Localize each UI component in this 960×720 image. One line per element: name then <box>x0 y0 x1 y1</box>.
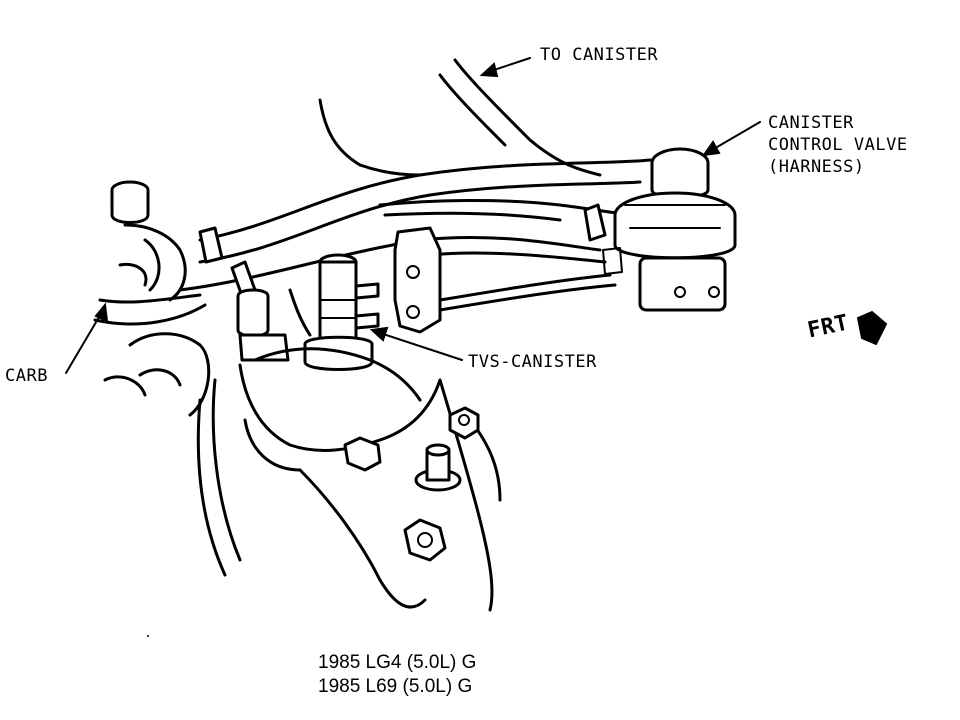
caption-line-1: 1985 LG4 (5.0L) G <box>318 652 477 673</box>
leader-arrows <box>65 57 761 374</box>
engine-outlines <box>103 288 312 417</box>
label-to-canister: TO CANISTER <box>540 45 659 65</box>
caption-line-2: 1985 L69 (5.0L) G <box>318 676 473 697</box>
front-direction-arrow-icon <box>856 310 888 346</box>
canister-control-valve <box>602 147 737 312</box>
sensor-fitting <box>230 260 290 362</box>
label-canister-line-1: CANISTER <box>768 113 854 133</box>
label-carb: CARB <box>5 366 48 386</box>
tvs-canister-switch <box>303 253 380 371</box>
print-specks <box>147 635 149 637</box>
manifold-bolts <box>343 406 480 562</box>
hose-clamps <box>198 203 607 264</box>
port-connector <box>393 226 442 334</box>
label-tvs-canister: TVS-CANISTER <box>468 352 597 372</box>
hose-to-canister <box>318 58 602 177</box>
label-canister-line-2: CONTROL VALVE <box>768 135 908 155</box>
label-canister-line-3: (HARNESS) <box>768 157 865 177</box>
carb-linkage <box>93 180 207 326</box>
